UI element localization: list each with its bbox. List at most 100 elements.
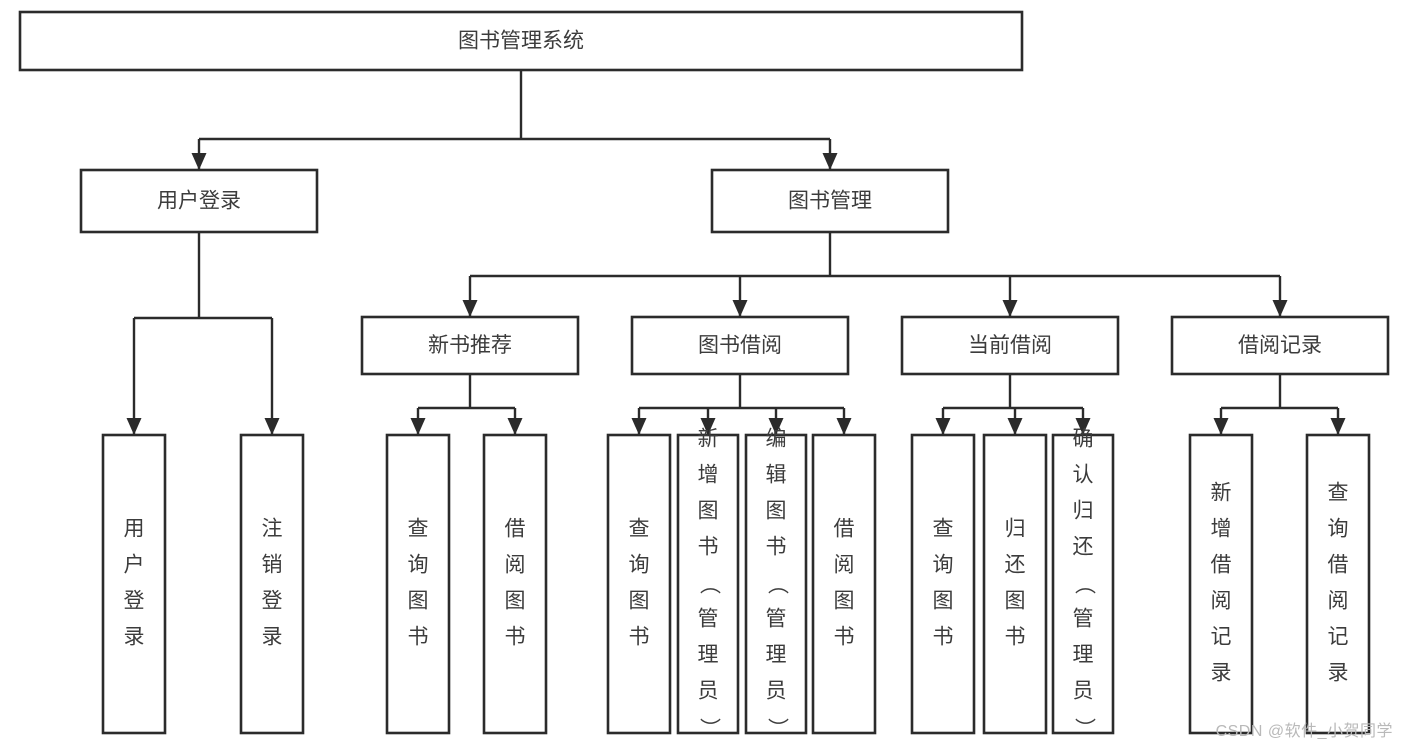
leaf-node-11-box[interactable]: [1051, 433, 1115, 735]
leaf-node-13[interactable]: [1305, 433, 1371, 735]
level3-node-1-label: 新书推荐: [428, 334, 512, 357]
svg-text:录: 录: [1328, 662, 1349, 685]
svg-text:阅: 阅: [1328, 590, 1349, 613]
leaf-node-2-box[interactable]: [239, 433, 305, 735]
level3-node-3-label: 当前借阅: [968, 334, 1052, 357]
svg-text:户: 户: [124, 554, 145, 577]
leaf-node-8-box[interactable]: [811, 433, 877, 735]
arrow-head-icon: [126, 418, 142, 435]
leaf-node-6-box[interactable]: [676, 433, 740, 735]
svg-text:录: 录: [1211, 662, 1232, 685]
svg-text:书: 书: [834, 626, 855, 649]
level3-node-1-box[interactable]: [360, 315, 580, 376]
leaf-node-13-box[interactable]: [1305, 433, 1371, 735]
leaf-node-10-box[interactable]: [982, 433, 1048, 735]
level3-node-2-box[interactable]: [630, 315, 850, 376]
svg-text:）: ）: [697, 718, 720, 739]
svg-text:阅: 阅: [834, 554, 855, 577]
leaf-node-10[interactable]: [982, 433, 1048, 735]
root-node-1[interactable]: [18, 10, 1024, 72]
leaf-node-3-box[interactable]: [385, 433, 451, 735]
leaf-node-7-box[interactable]: [744, 433, 808, 735]
level3-node-1[interactable]: [360, 315, 580, 376]
level2-node-1[interactable]: [79, 168, 319, 234]
svg-text:阅: 阅: [505, 554, 526, 577]
svg-text:书: 书: [629, 626, 650, 649]
leaf-node-5-box[interactable]: [606, 433, 672, 735]
leaf-node-9[interactable]: [910, 433, 976, 735]
arrow-head-icon: [836, 418, 852, 435]
leaf-node-1[interactable]: [101, 433, 167, 735]
level3-node-3[interactable]: [900, 315, 1120, 376]
svg-text:增: 增: [1211, 518, 1232, 541]
arrow-head-icon: [1272, 300, 1288, 317]
arrow-head-icon: [700, 418, 716, 435]
svg-text:注: 注: [262, 518, 283, 541]
arrow-head-icon: [507, 418, 523, 435]
level3-node-4[interactable]: [1170, 315, 1390, 376]
svg-text:增: 增: [698, 464, 719, 487]
level3-node-3-box[interactable]: [900, 315, 1120, 376]
leaf-node-12[interactable]: [1188, 433, 1254, 735]
leaf-node-1-box[interactable]: [101, 433, 167, 735]
arrow-head-icon: [191, 153, 207, 170]
arrow-head-icon: [264, 418, 280, 435]
connector-lines-group: [126, 70, 1346, 435]
arrow-head-icon: [1213, 418, 1229, 435]
svg-text:理: 理: [766, 644, 787, 667]
svg-text:借: 借: [1328, 554, 1349, 577]
svg-text:理: 理: [698, 644, 719, 667]
level3-node-4-box[interactable]: [1170, 315, 1390, 376]
leaf-node-7[interactable]: [744, 433, 808, 735]
level2-node-2-box[interactable]: [710, 168, 950, 234]
leaf-node-3[interactable]: [385, 433, 451, 735]
svg-text:管: 管: [1073, 608, 1094, 631]
svg-text:归: 归: [1005, 518, 1026, 541]
svg-text:新: 新: [698, 428, 719, 451]
leaf-node-12-box[interactable]: [1188, 433, 1254, 735]
leaf-node-8[interactable]: [811, 433, 877, 735]
svg-text:图: 图: [933, 590, 954, 613]
svg-text:询: 询: [933, 554, 954, 577]
leaf-node-2[interactable]: [239, 433, 305, 735]
svg-text:确: 确: [1073, 428, 1094, 451]
root-node-1-box[interactable]: [18, 10, 1024, 72]
leaf-node-4[interactable]: [482, 433, 548, 735]
svg-text:归: 归: [1073, 500, 1094, 523]
svg-text:员: 员: [698, 680, 719, 703]
svg-text:还: 还: [1073, 536, 1094, 559]
svg-text:编: 编: [766, 428, 787, 451]
svg-text:书: 书: [698, 536, 719, 559]
svg-text:询: 询: [629, 554, 650, 577]
svg-text:录: 录: [124, 626, 145, 649]
svg-text:）: ）: [1072, 718, 1095, 739]
svg-text:（: （: [697, 574, 720, 595]
level3-node-2[interactable]: [630, 315, 850, 376]
arrow-head-icon: [768, 418, 784, 435]
level2-node-2[interactable]: [710, 168, 950, 234]
leaf-node-4-box[interactable]: [482, 433, 548, 735]
svg-text:图: 图: [1005, 590, 1026, 613]
leaf-node-5[interactable]: [606, 433, 672, 735]
svg-text:员: 员: [1073, 680, 1094, 703]
leaf-node-6[interactable]: [676, 433, 740, 735]
level2-node-1-box[interactable]: [79, 168, 319, 234]
svg-text:书: 书: [933, 626, 954, 649]
leaf-node-9-box[interactable]: [910, 433, 976, 735]
leaf-node-11[interactable]: [1051, 433, 1115, 735]
svg-text:录: 录: [262, 626, 283, 649]
arrow-head-icon: [462, 300, 478, 317]
svg-text:图: 图: [834, 590, 855, 613]
svg-text:书: 书: [505, 626, 526, 649]
leaf-node-1-label: 用户登录: [124, 518, 145, 649]
svg-text:管: 管: [766, 608, 787, 631]
node-boxes-group: [18, 10, 1390, 735]
arrow-head-icon: [732, 300, 748, 317]
